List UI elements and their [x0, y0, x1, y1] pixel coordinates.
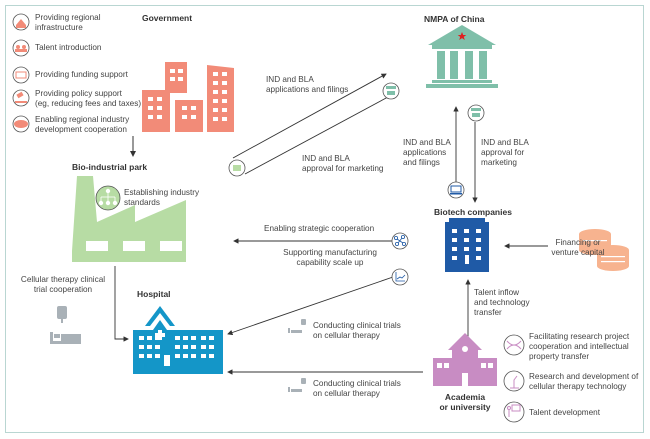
government-item: Providing funding support: [35, 70, 128, 79]
bio-park-title: Bio-industrial park: [72, 162, 148, 172]
flow-label-financing: Financing or venture capital: [551, 238, 605, 257]
academia-item: Research and development of cellular the…: [529, 372, 639, 391]
money-icon: [12, 66, 30, 84]
flow-label-nmpa-to-park: IND and BLA approval for marketing: [302, 154, 384, 173]
handshake-icon: [12, 115, 30, 133]
diagram-frame: [5, 5, 644, 433]
factory-icon: [72, 176, 186, 251]
iv-bed-icon: [288, 319, 306, 333]
flow-label-nmpa-to-biotech: IND and BLA approval for marketing: [481, 138, 529, 167]
park-to-hospital-arrow: [114, 266, 129, 342]
academia-item: Talent development: [529, 408, 601, 417]
government-item: Talent introduction: [35, 43, 102, 52]
government-buildings-icon: [142, 62, 234, 132]
academia-building-icon: [433, 333, 497, 386]
gavel-icon: [12, 89, 30, 107]
flow-label-park-hospital: Cellular therapy clinical trial cooperat…: [20, 275, 106, 294]
hospital-title: Hospital: [137, 289, 171, 299]
flow-label-biotech-to-nmpa: IND and BLA applications and filings: [403, 138, 451, 167]
academia-item: Facilitating research project cooperatio…: [529, 332, 630, 361]
bio-park-standards: Establishing industry standards: [124, 188, 200, 207]
people-icon: [12, 39, 30, 57]
coins-icon: [579, 229, 629, 271]
nmpa-to-park-line: [244, 96, 389, 175]
manufacturing-to-hospital-arrow: [227, 276, 394, 336]
flow-label-park-to-nmpa: IND and BLA applications and filings: [266, 75, 349, 94]
government-item: Providing policy support (eg, reducing f…: [35, 89, 142, 108]
flow-label-strategic: Enabling strategic cooperation: [264, 224, 375, 233]
iv-bed-icon: [50, 306, 81, 344]
nmpa-title: NMPA of China: [424, 14, 485, 24]
government-item: Providing regional infrastructure: [35, 13, 101, 32]
government-title: Government: [142, 13, 193, 23]
hospital-building-icon: [133, 306, 223, 374]
biotech-title: Biotech companies: [434, 207, 512, 217]
flow-label-manufacturing: Supporting manufacturing capability scal…: [283, 248, 377, 267]
flow-label-biotech-hospital: Conducting clinical trials on cellular t…: [313, 321, 401, 340]
laptop-icon: [447, 181, 465, 199]
biotech-building-icon: [445, 218, 489, 272]
academia-title: Academia or university: [439, 392, 491, 412]
house-icon: [12, 13, 30, 31]
park-to-nmpa-arrow: [232, 73, 387, 159]
flow-label-academia-hospital: Conducting clinical trials on cellular t…: [313, 379, 401, 398]
iv-bed-icon: [288, 378, 306, 392]
flow-label-talent-inflow: Talent inflow and technology transfer: [474, 288, 530, 317]
star-icon: [457, 32, 467, 40]
government-item: Enabling regional industry development c…: [35, 115, 130, 134]
medical-cross-icon: [155, 330, 165, 340]
